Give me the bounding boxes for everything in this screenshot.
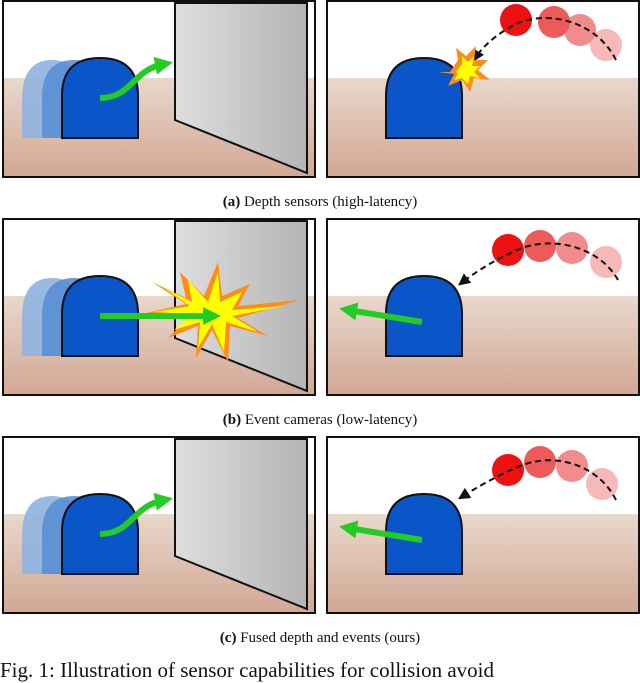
row-c-right-panel (326, 436, 640, 614)
caption-b: (b) Event cameras (low-latency) (0, 412, 640, 429)
row-b-left-panel (2, 218, 316, 396)
row-c-left-panel (2, 436, 316, 614)
ball (556, 232, 588, 264)
ball (538, 6, 570, 38)
robot (386, 58, 462, 138)
caption-text: Depth sensors (high-latency) (244, 194, 417, 210)
row-b-right-panel (326, 218, 640, 396)
caption-c: (c) Fused depth and events (ours) (0, 630, 640, 647)
caption-label: (a) (223, 194, 241, 210)
caption-text: Fused depth and events (ours) (240, 630, 420, 646)
caption-label: (b) (223, 412, 241, 428)
ball (556, 450, 588, 482)
caption-text: Event cameras (low-latency) (245, 412, 417, 428)
figure-caption: Fig. 1: Illustration of sensor capabilit… (0, 658, 640, 683)
floor (328, 514, 638, 612)
row-a-right-panel (326, 0, 640, 178)
caption-a: (a) Depth sensors (high-latency) (0, 194, 640, 211)
row-a-left-panel (2, 0, 316, 178)
floor (328, 78, 638, 176)
ball (492, 454, 524, 486)
ball (590, 246, 622, 278)
caption-label: (c) (220, 630, 237, 646)
floor (328, 296, 638, 394)
